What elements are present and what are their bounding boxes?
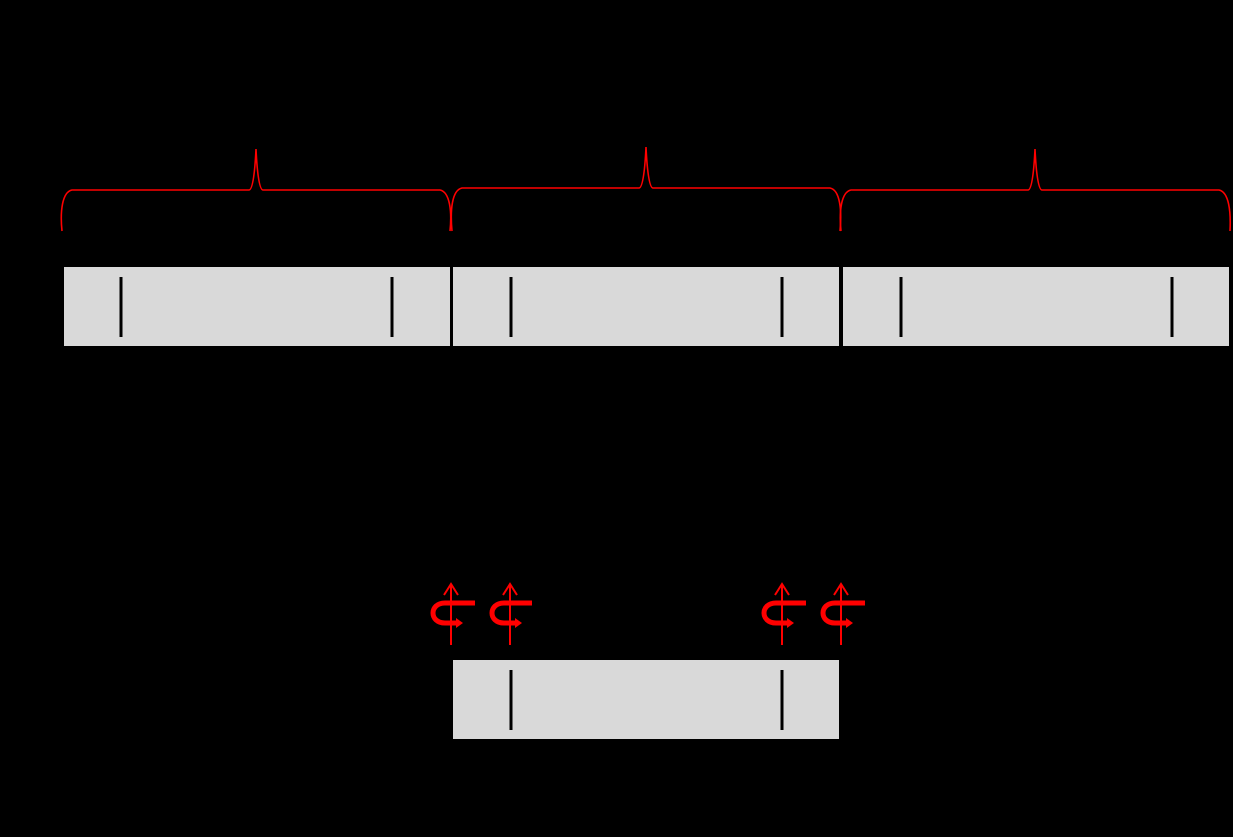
brace-1 bbox=[60, 148, 452, 232]
circular-arrow-icon bbox=[820, 582, 865, 645]
top-braces bbox=[60, 146, 1232, 232]
bottom-row bbox=[453, 660, 839, 739]
top-row bbox=[64, 265, 1229, 348]
circular-arrow-icon bbox=[489, 582, 532, 645]
brace-3 bbox=[839, 148, 1232, 232]
boundary-symbols bbox=[430, 582, 865, 645]
circular-arrow-icon bbox=[761, 582, 806, 645]
circular-arrow-icon bbox=[430, 582, 475, 645]
brace-2 bbox=[450, 146, 842, 232]
top-segment-2 bbox=[453, 267, 839, 346]
top-segment-3 bbox=[843, 267, 1229, 346]
bottom-segment bbox=[453, 660, 839, 739]
top-segment-1 bbox=[64, 267, 450, 346]
